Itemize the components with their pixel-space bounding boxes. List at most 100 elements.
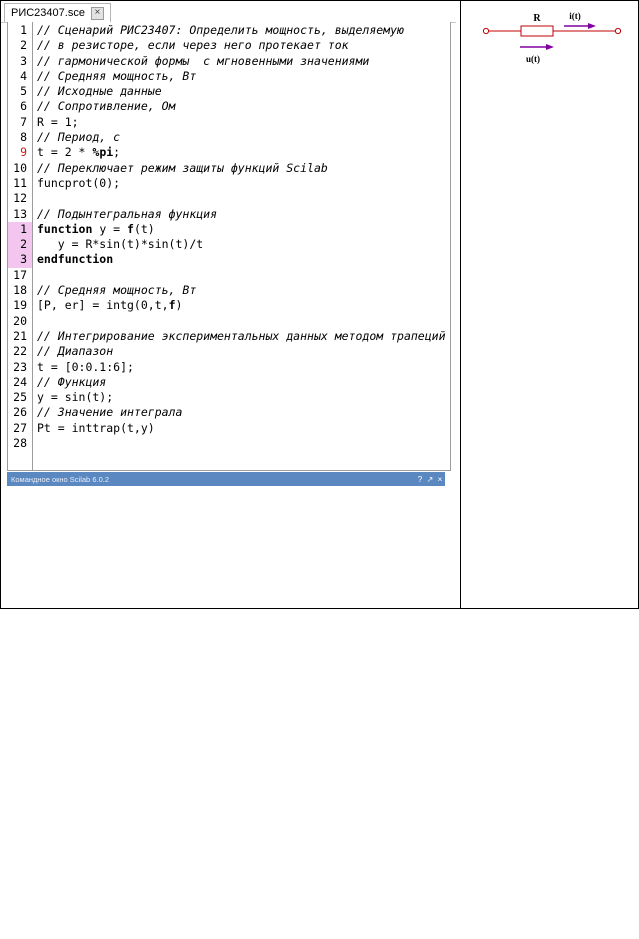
line-number: 9 [20,145,27,160]
voltage-arrowhead [546,44,554,50]
code-line[interactable]: 17 [8,268,450,283]
code-lines: 1 // Сценарий РИС23407: Определить мощнос… [8,23,450,451]
line-number: 28 [13,436,27,451]
editor-tab-bar: РИС23407.sce × [1,1,456,23]
line-number: 5 [20,84,27,99]
code-line[interactable]: 21 // Интегрирование экспериментальных да… [8,329,450,344]
line-text: // Переключает режим защиты функций Scil… [37,160,328,175]
line-text: // в резисторе, если через него протекае… [37,38,349,53]
console-title-bar[interactable]: Командное окно Scilab 6.0.2 ? ↗ × [7,472,445,486]
line-number: 24 [13,374,27,389]
column-divider [460,0,461,608]
line-number: 27 [13,420,27,435]
line-text: // Исходные данные [37,84,162,99]
line-number: 7 [20,114,27,129]
line-number: 3 [8,252,32,268]
line-number: 20 [13,313,27,328]
line-number: 4 [20,68,27,83]
code-line[interactable]: 4 // Средняя мощность, Вт [8,69,450,84]
line-text: y = R*sin(t)*sin(t)/t [37,237,204,252]
line-text: // Диапазон [37,344,114,359]
line-number: 13 [13,206,27,221]
code-editor[interactable]: 1 // Сценарий РИС23407: Определить мощнос… [7,22,451,471]
code-line[interactable]: 6 // Сопротивление, Ом [8,99,450,114]
line-text: // Средняя мощность, Вт [37,68,197,83]
line-text: // Средняя мощность, Вт [37,283,197,298]
line-number: 21 [13,328,27,343]
line-number: 10 [13,160,27,175]
line-number: 1 [20,23,27,37]
code-line[interactable]: 2 // в резисторе, если через него протека… [8,38,450,53]
code-line[interactable]: 1 // Сценарий РИС23407: Определить мощнос… [8,23,450,38]
line-text: funcprot(0); [37,175,121,190]
code-line[interactable]: 12 [8,191,450,206]
code-line[interactable]: 27 Pt = inttrap(t,y) [8,421,450,436]
line-number: 2 [20,38,27,53]
help-icon[interactable]: ? [417,474,423,484]
code-line[interactable]: 26 // Значение интеграла [8,405,450,420]
code-line[interactable]: 22 // Диапазон [8,344,450,359]
code-line[interactable]: 25 y = sin(t); [8,390,450,405]
console-title: Командное окно Scilab 6.0.2 [11,474,109,484]
line-number: 1 [8,221,32,238]
line-text: y = sin(t); [37,390,114,405]
code-line[interactable]: 19 [P, er] = intg(0,t,f) [8,298,450,313]
line-number: 23 [13,359,27,374]
code-line[interactable]: 24 // Функция [8,375,450,390]
current-label: i(t) [569,11,581,21]
tab-label: РИС23407.sce [11,7,85,19]
undock-icon[interactable]: ↗ [426,474,434,484]
line-number: 2 [8,237,32,253]
resistor [520,25,554,37]
code-line[interactable]: 18 // Средняя мощность, Вт [8,283,450,298]
line-text: Pt = inttrap(t,y) [37,420,155,435]
code-line[interactable]: 5 // Исходные данные [8,84,450,99]
line-text: // Интегрирование экспериментальных данн… [37,328,446,343]
line-number: 3 [20,53,27,68]
voltage-label: u(t) [526,54,540,64]
line-text: // Значение интеграла [37,405,183,420]
code-line[interactable]: 28 [8,436,450,451]
code-line[interactable]: 10 // Переключает режим защиты функций Sc… [8,161,450,176]
line-number: 26 [13,405,27,420]
line-text: // Подынтегральная функция [37,206,218,221]
line-number: 18 [13,283,27,298]
line-number: 11 [13,175,27,190]
line-text: t = [0:0.1:6]; [37,359,134,374]
line-text: t = 2 * %pi; [37,145,121,160]
resistor-label: R [533,13,541,24]
line-number: 8 [20,130,27,145]
line-text: // Сопротивление, Ом [37,99,176,114]
line-number: 6 [20,99,27,114]
line-number: 22 [13,344,27,359]
current-arrowhead [588,23,596,29]
code-line[interactable]: 3 // гармонической формы с мгновенными зн… [8,54,450,69]
line-number: 25 [13,390,27,405]
line-text: // Сценарий РИС23407: Определить мощност… [37,23,404,37]
line-text: // Функция [37,374,107,389]
code-line[interactable]: 9 t = 2 * %pi; [8,145,450,160]
code-line[interactable]: 7 R = 1; [8,115,450,130]
resistor-circuit-diagram: R i(t) u(t) [482,11,622,64]
tab-script-file[interactable]: РИС23407.sce × [4,3,111,22]
right-terminal [614,27,622,35]
code-line[interactable]: 11 funcprot(0); [8,176,450,191]
code-line[interactable]: 13 // Подынтегральная функция [8,207,450,222]
line-text: // Период, с [37,130,121,145]
code-line[interactable]: 2 y = R*sin(t)*sin(t)/t [8,237,450,253]
line-text: // гармонической формы с мгновенными зна… [37,53,370,68]
code-line[interactable]: 8 // Период, с [8,130,450,145]
code-line[interactable]: 3 endfunction [8,252,450,268]
line-text: endfunction [37,252,114,267]
line-number: 17 [13,267,27,282]
code-line[interactable]: 23 t = [0:0.1:6]; [8,360,450,375]
line-number: 19 [13,298,27,313]
line-number: 12 [13,191,27,206]
code-line[interactable]: 20 [8,314,450,329]
line-text: [P, er] = intg(0,t,f) [37,298,183,313]
line-text: R = 1; [37,114,79,129]
left-terminal [482,27,490,35]
close-icon[interactable]: × [437,474,443,484]
tab-close-icon[interactable]: × [90,6,104,20]
